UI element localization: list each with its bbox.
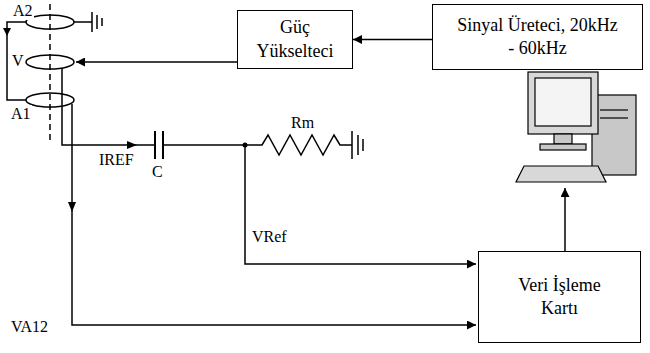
coil-bracket bbox=[7, 22, 26, 100]
resistor-symbol bbox=[163, 135, 352, 155]
signal-label: A1 bbox=[10, 105, 32, 123]
box-label: Veri İşleme Kartı bbox=[504, 274, 616, 321]
box-label: Güç Yükselteci bbox=[248, 16, 343, 63]
process-box: Güç Yükselteci bbox=[237, 10, 353, 69]
signal-label: VA12 bbox=[10, 318, 49, 336]
va12-wire bbox=[72, 104, 476, 325]
signal-label: IREF bbox=[98, 151, 135, 169]
signal-label: Rm bbox=[290, 114, 315, 132]
signal-label: C bbox=[151, 163, 164, 181]
signal-arrow bbox=[353, 39, 432, 41]
capacitor-symbol bbox=[155, 131, 163, 159]
process-box: Sinyal Üreteci, 20kHz - 60kHz bbox=[432, 4, 643, 70]
ground-symbol bbox=[352, 131, 363, 159]
arrowhead bbox=[3, 28, 11, 36]
ground-symbol bbox=[74, 12, 102, 32]
iref-wire bbox=[62, 68, 155, 145]
coil-v bbox=[26, 55, 74, 69]
junction-dot bbox=[243, 143, 248, 148]
signal-label: VRef bbox=[251, 228, 288, 246]
axis-line bbox=[49, 4, 51, 140]
box-label: Sinyal Üreteci, 20kHz - 60kHz bbox=[455, 14, 620, 61]
signal-label: A2 bbox=[12, 2, 34, 20]
arrowhead bbox=[127, 141, 137, 149]
process-box: Veri İşleme Kartı bbox=[478, 251, 641, 343]
drive-wire bbox=[76, 61, 237, 63]
arrowhead bbox=[68, 202, 76, 212]
signal-label: V bbox=[11, 52, 25, 70]
coil-a1 bbox=[26, 93, 74, 107]
vref-wire bbox=[245, 145, 476, 264]
computer-icon bbox=[516, 72, 636, 182]
data-arrow bbox=[564, 188, 566, 251]
